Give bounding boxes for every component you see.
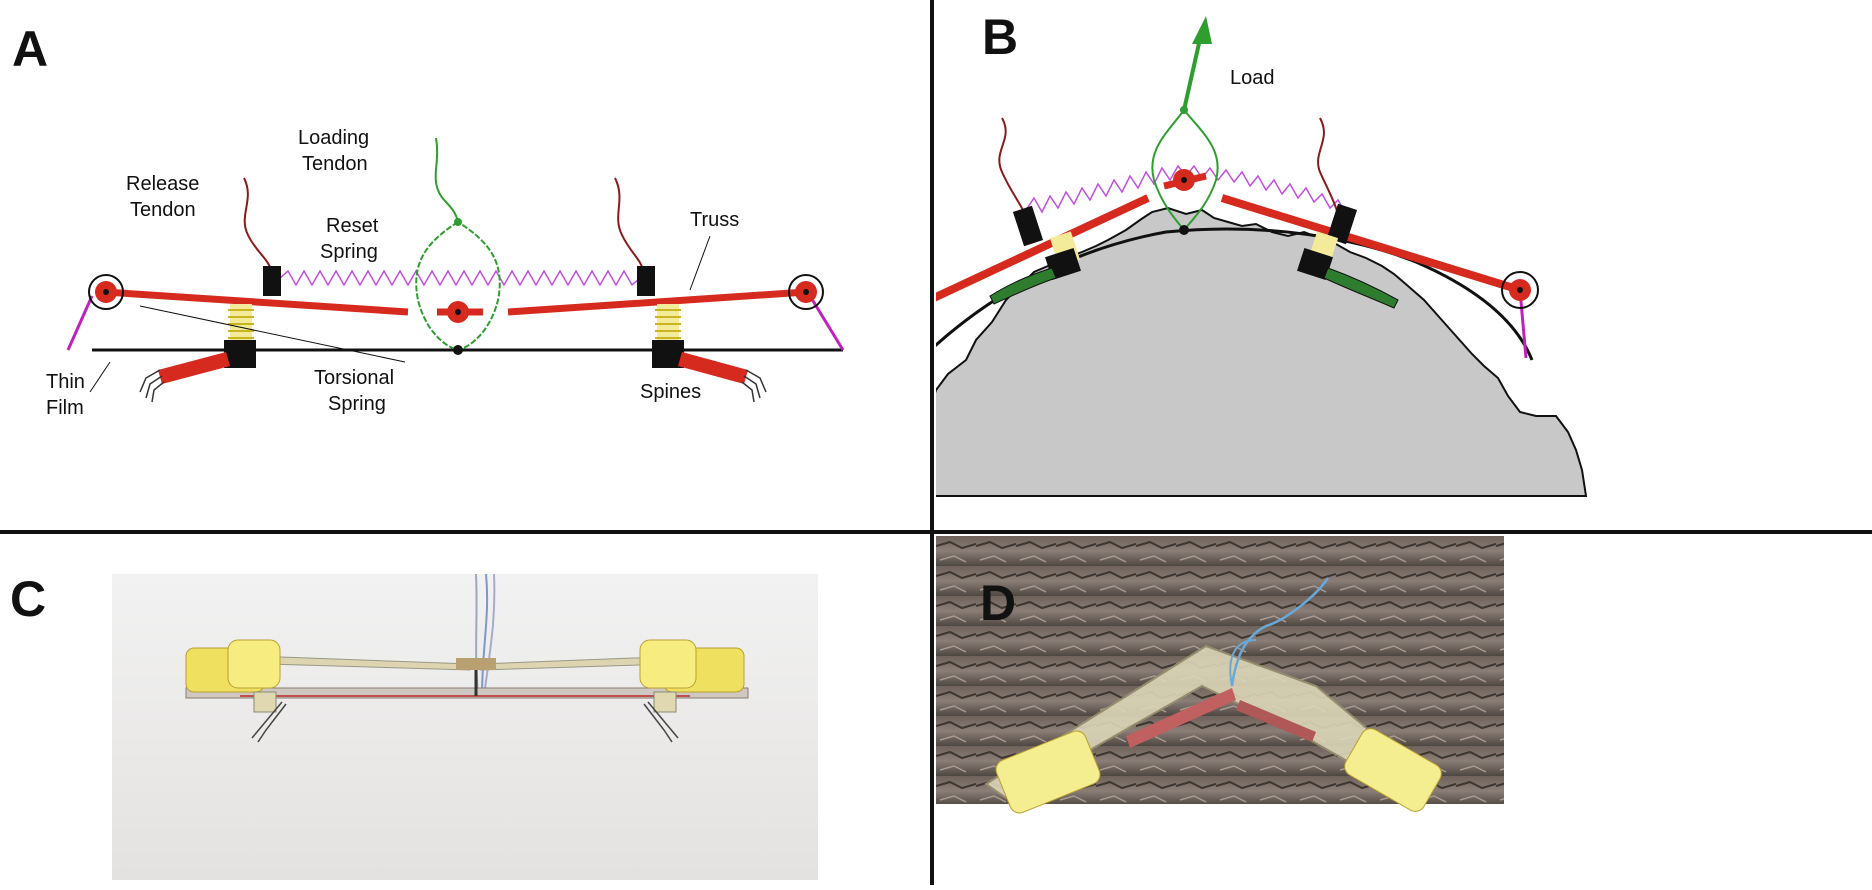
label-loading-tendon-line1: Loading (298, 127, 369, 149)
truss-left (104, 288, 409, 316)
tendon-anchor-right (1326, 203, 1358, 245)
truss-left (906, 194, 1150, 314)
center-pivot-dot (455, 309, 461, 315)
spring-right (655, 304, 681, 346)
panel-a: A (0, 0, 930, 530)
photo-background (112, 574, 818, 880)
truss-right (1220, 194, 1522, 294)
panel-a-letter: A (12, 21, 49, 77)
tendon-anchor-left (263, 266, 281, 296)
label-spines: Spines (640, 381, 701, 403)
panel-b: B (889, 0, 1872, 530)
label-loading-tendon-line2: Tendon (302, 153, 368, 175)
label-release-tendon-line2: Tendon (130, 199, 196, 221)
panel-a-diagram: Loading Tendon Release Tendon Reset Spri… (46, 127, 845, 419)
divider-horizontal (0, 530, 1872, 534)
loading-loop (415, 220, 501, 352)
panel-d-letter: D (980, 575, 1017, 631)
pivot-right (788, 274, 824, 310)
panel-d-photo (916, 476, 1504, 814)
thin-film (185, 687, 749, 699)
wire-2 (481, 573, 489, 697)
center-hub (456, 658, 496, 670)
label-torsional-spring-line1: Torsional (314, 367, 394, 389)
pad-right-top (639, 639, 697, 689)
pad-left-top (227, 639, 281, 689)
wire-1 (1230, 577, 1330, 687)
block-right (653, 691, 677, 713)
spine-block-right (1297, 247, 1333, 281)
spine-lever-left (158, 352, 230, 384)
label-release-tendon-line1: Release (126, 173, 199, 195)
tendon-anchor-left (1012, 205, 1044, 247)
label-load: Load (1230, 67, 1275, 89)
pivot-right (1501, 271, 1539, 309)
leader-truss (689, 235, 711, 291)
panel-b-diagram: Load (889, 16, 1588, 497)
film-link-right (808, 295, 845, 351)
panel-d: D (916, 476, 1872, 885)
spine-lever-right (678, 352, 748, 384)
divider-vertical (930, 0, 934, 885)
spine-lever-left (1126, 688, 1236, 748)
loading-node (454, 218, 462, 226)
reset-spring (279, 269, 641, 287)
pivot-left (88, 274, 124, 310)
wire-2 (1229, 639, 1257, 687)
center-pivot-dot (1181, 177, 1187, 183)
spine-lever-right (1323, 267, 1399, 309)
film-center-dot (453, 345, 463, 355)
panel-b-letter: B (982, 9, 1019, 65)
tendon-anchor-right (637, 266, 655, 296)
release-tendon-left (998, 117, 1025, 213)
leader-torsional-spring (139, 305, 406, 363)
release-tendon-right (1317, 117, 1339, 215)
panel-c: C (0, 536, 930, 885)
label-thin-film-line1: Thin (46, 371, 85, 393)
label-thin-film-line2: Film (46, 397, 84, 419)
wire-3 (483, 573, 496, 697)
release-tendon-left (243, 177, 273, 273)
spines-left (251, 701, 287, 743)
pad-left (995, 730, 1101, 814)
leader-thin-film (89, 361, 111, 393)
loading-tendon (434, 137, 459, 223)
spines-right (643, 701, 679, 743)
label-truss: Truss (690, 209, 739, 231)
spines-right (741, 369, 767, 403)
truss-right (507, 288, 807, 316)
panel-c-photo (112, 573, 818, 880)
pad-right (1344, 728, 1442, 812)
label-torsional-spring-line2: Spring (328, 393, 386, 415)
block-left (253, 691, 277, 713)
spine-block-right (652, 340, 684, 368)
load-arrow-head (1192, 16, 1212, 44)
film-link-left (66, 295, 94, 351)
film-link-right (1518, 289, 1528, 359)
spine-lever-right (1236, 700, 1316, 742)
panel-c-letter: C (10, 571, 47, 627)
spring-left (228, 304, 254, 346)
rock (902, 206, 1588, 497)
film-center-dot (1179, 225, 1189, 235)
release-tendon-right (614, 177, 645, 273)
spine-block-left (224, 340, 256, 368)
spines-left (139, 369, 165, 403)
label-reset-spring-line1: Reset (326, 215, 379, 237)
label-reset-spring-line2: Spring (320, 241, 378, 263)
spine-lever-left (989, 267, 1057, 305)
